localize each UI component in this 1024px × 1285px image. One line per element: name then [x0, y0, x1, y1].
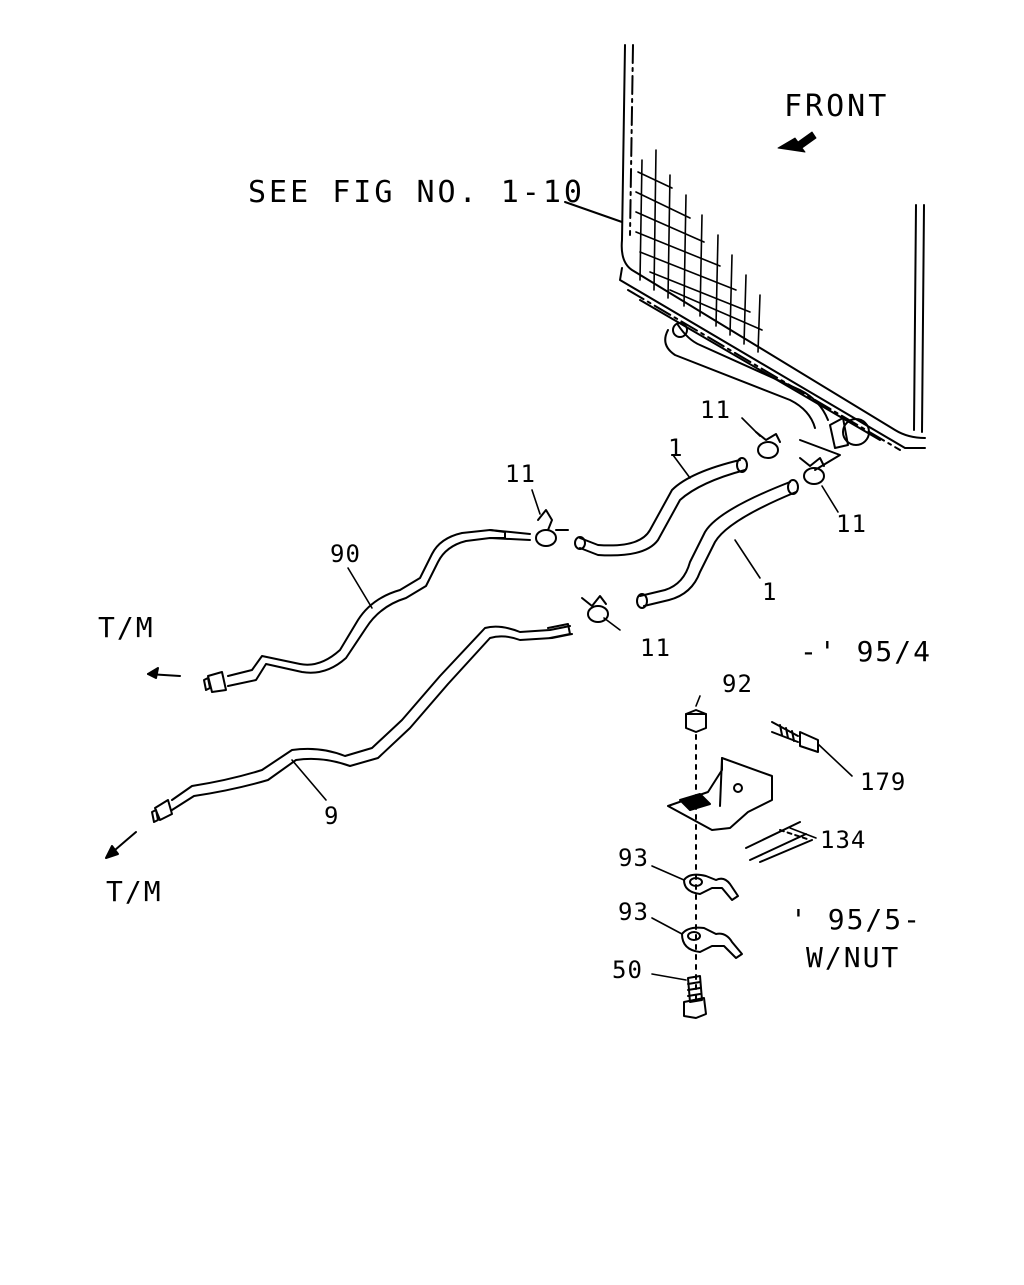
date-range-late: ' 95/5-	[790, 903, 923, 936]
callout-93-clip-lower: 93	[618, 898, 649, 926]
callout-11-clamp-upper: 11	[700, 396, 731, 424]
pipe-9	[152, 624, 572, 822]
front-label: FRONT	[784, 89, 890, 124]
callout-179-bolt: 179	[860, 768, 907, 796]
see-fig-leader	[565, 202, 622, 222]
hose-upper	[575, 458, 747, 555]
callout-93-clip-upper: 93	[618, 844, 649, 872]
with-nut-label: W/NUT	[806, 941, 901, 974]
clamp-4	[582, 596, 608, 622]
callout-90-pipe: 90	[330, 540, 361, 568]
nut-92	[686, 710, 706, 732]
radiator-core-grid	[636, 150, 762, 352]
tm-arrow-lower-icon	[106, 832, 136, 858]
see-fig-label: SEE FIG NO. 1-10	[248, 175, 585, 210]
radiator	[620, 45, 925, 470]
callout-1-hose-lower: 1	[762, 578, 778, 606]
clamp-2	[756, 432, 780, 458]
front-arrow-icon	[778, 132, 816, 152]
tm-arrow-upper-icon	[148, 668, 180, 678]
bolt-50	[684, 976, 706, 1018]
tm-label-upper: T/M	[98, 611, 155, 644]
pipe-90	[204, 530, 530, 692]
clip-93-lower	[682, 928, 742, 958]
tm-label-lower: T/M	[106, 875, 163, 908]
date-range-early: -' 95/4	[800, 635, 933, 668]
bracket-134	[668, 758, 812, 862]
leader-lines	[292, 418, 852, 980]
clamp-3	[800, 458, 824, 484]
clip-93-upper	[684, 875, 738, 900]
bolt-179	[772, 722, 818, 752]
hose-lower	[637, 480, 798, 608]
callout-9-pipe: 9	[324, 802, 340, 830]
callout-134-bracket: 134	[820, 826, 867, 854]
callout-11-clamp-lower: 11	[640, 634, 671, 662]
callout-11-clamp-left: 11	[505, 460, 536, 488]
callout-11-clamp-right: 11	[836, 510, 867, 538]
callout-92-nut: 92	[722, 670, 753, 698]
clamp-1	[536, 510, 568, 546]
callout-1-hose-upper: 1	[668, 434, 684, 462]
callout-50-bolt: 50	[612, 956, 643, 984]
